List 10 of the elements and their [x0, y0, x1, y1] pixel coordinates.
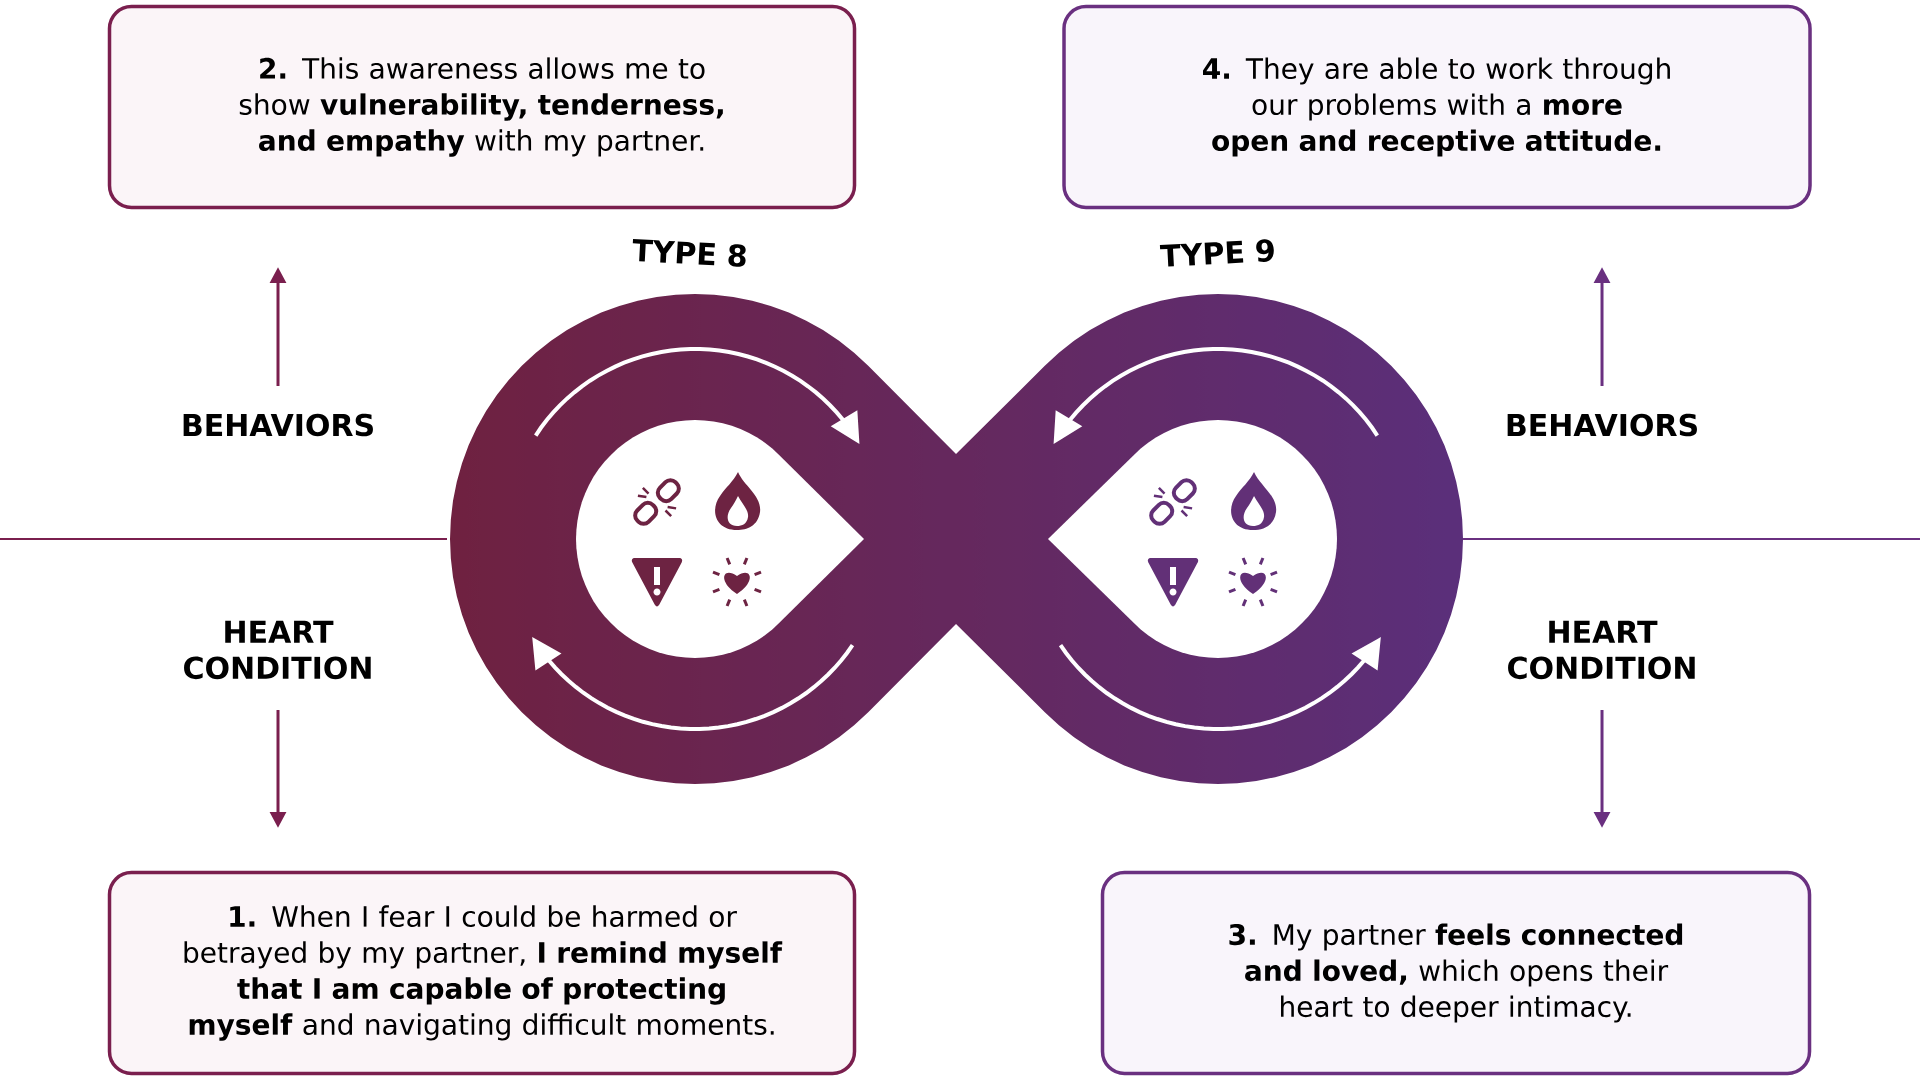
label: HEART CONDITION	[184, 620, 371, 680]
text-box: 4. They are able to work through our problems with a more open and receptive attitude.	[1062, 4, 1812, 210]
label: TYPE 8	[632, 239, 746, 267]
text-box: 1. When I fear I could be harmed or betrayed by my partner, I remind myself that I am capable of protecting myself and navigating difficult moments.	[107, 870, 857, 1076]
label: HEART CONDITION	[1508, 620, 1695, 680]
label: TYPE 9	[1159, 239, 1274, 267]
label: BEHAVIORS	[1507, 413, 1697, 437]
text-box: 3. My partner feels connected and loved, which opens their heart to deeper intimacy.	[1100, 870, 1812, 1076]
text-box: 2. This awareness allows me to show vulnerability, tenderness, and empathy with my partner.	[107, 4, 857, 210]
label: BEHAVIORS	[183, 413, 373, 437]
